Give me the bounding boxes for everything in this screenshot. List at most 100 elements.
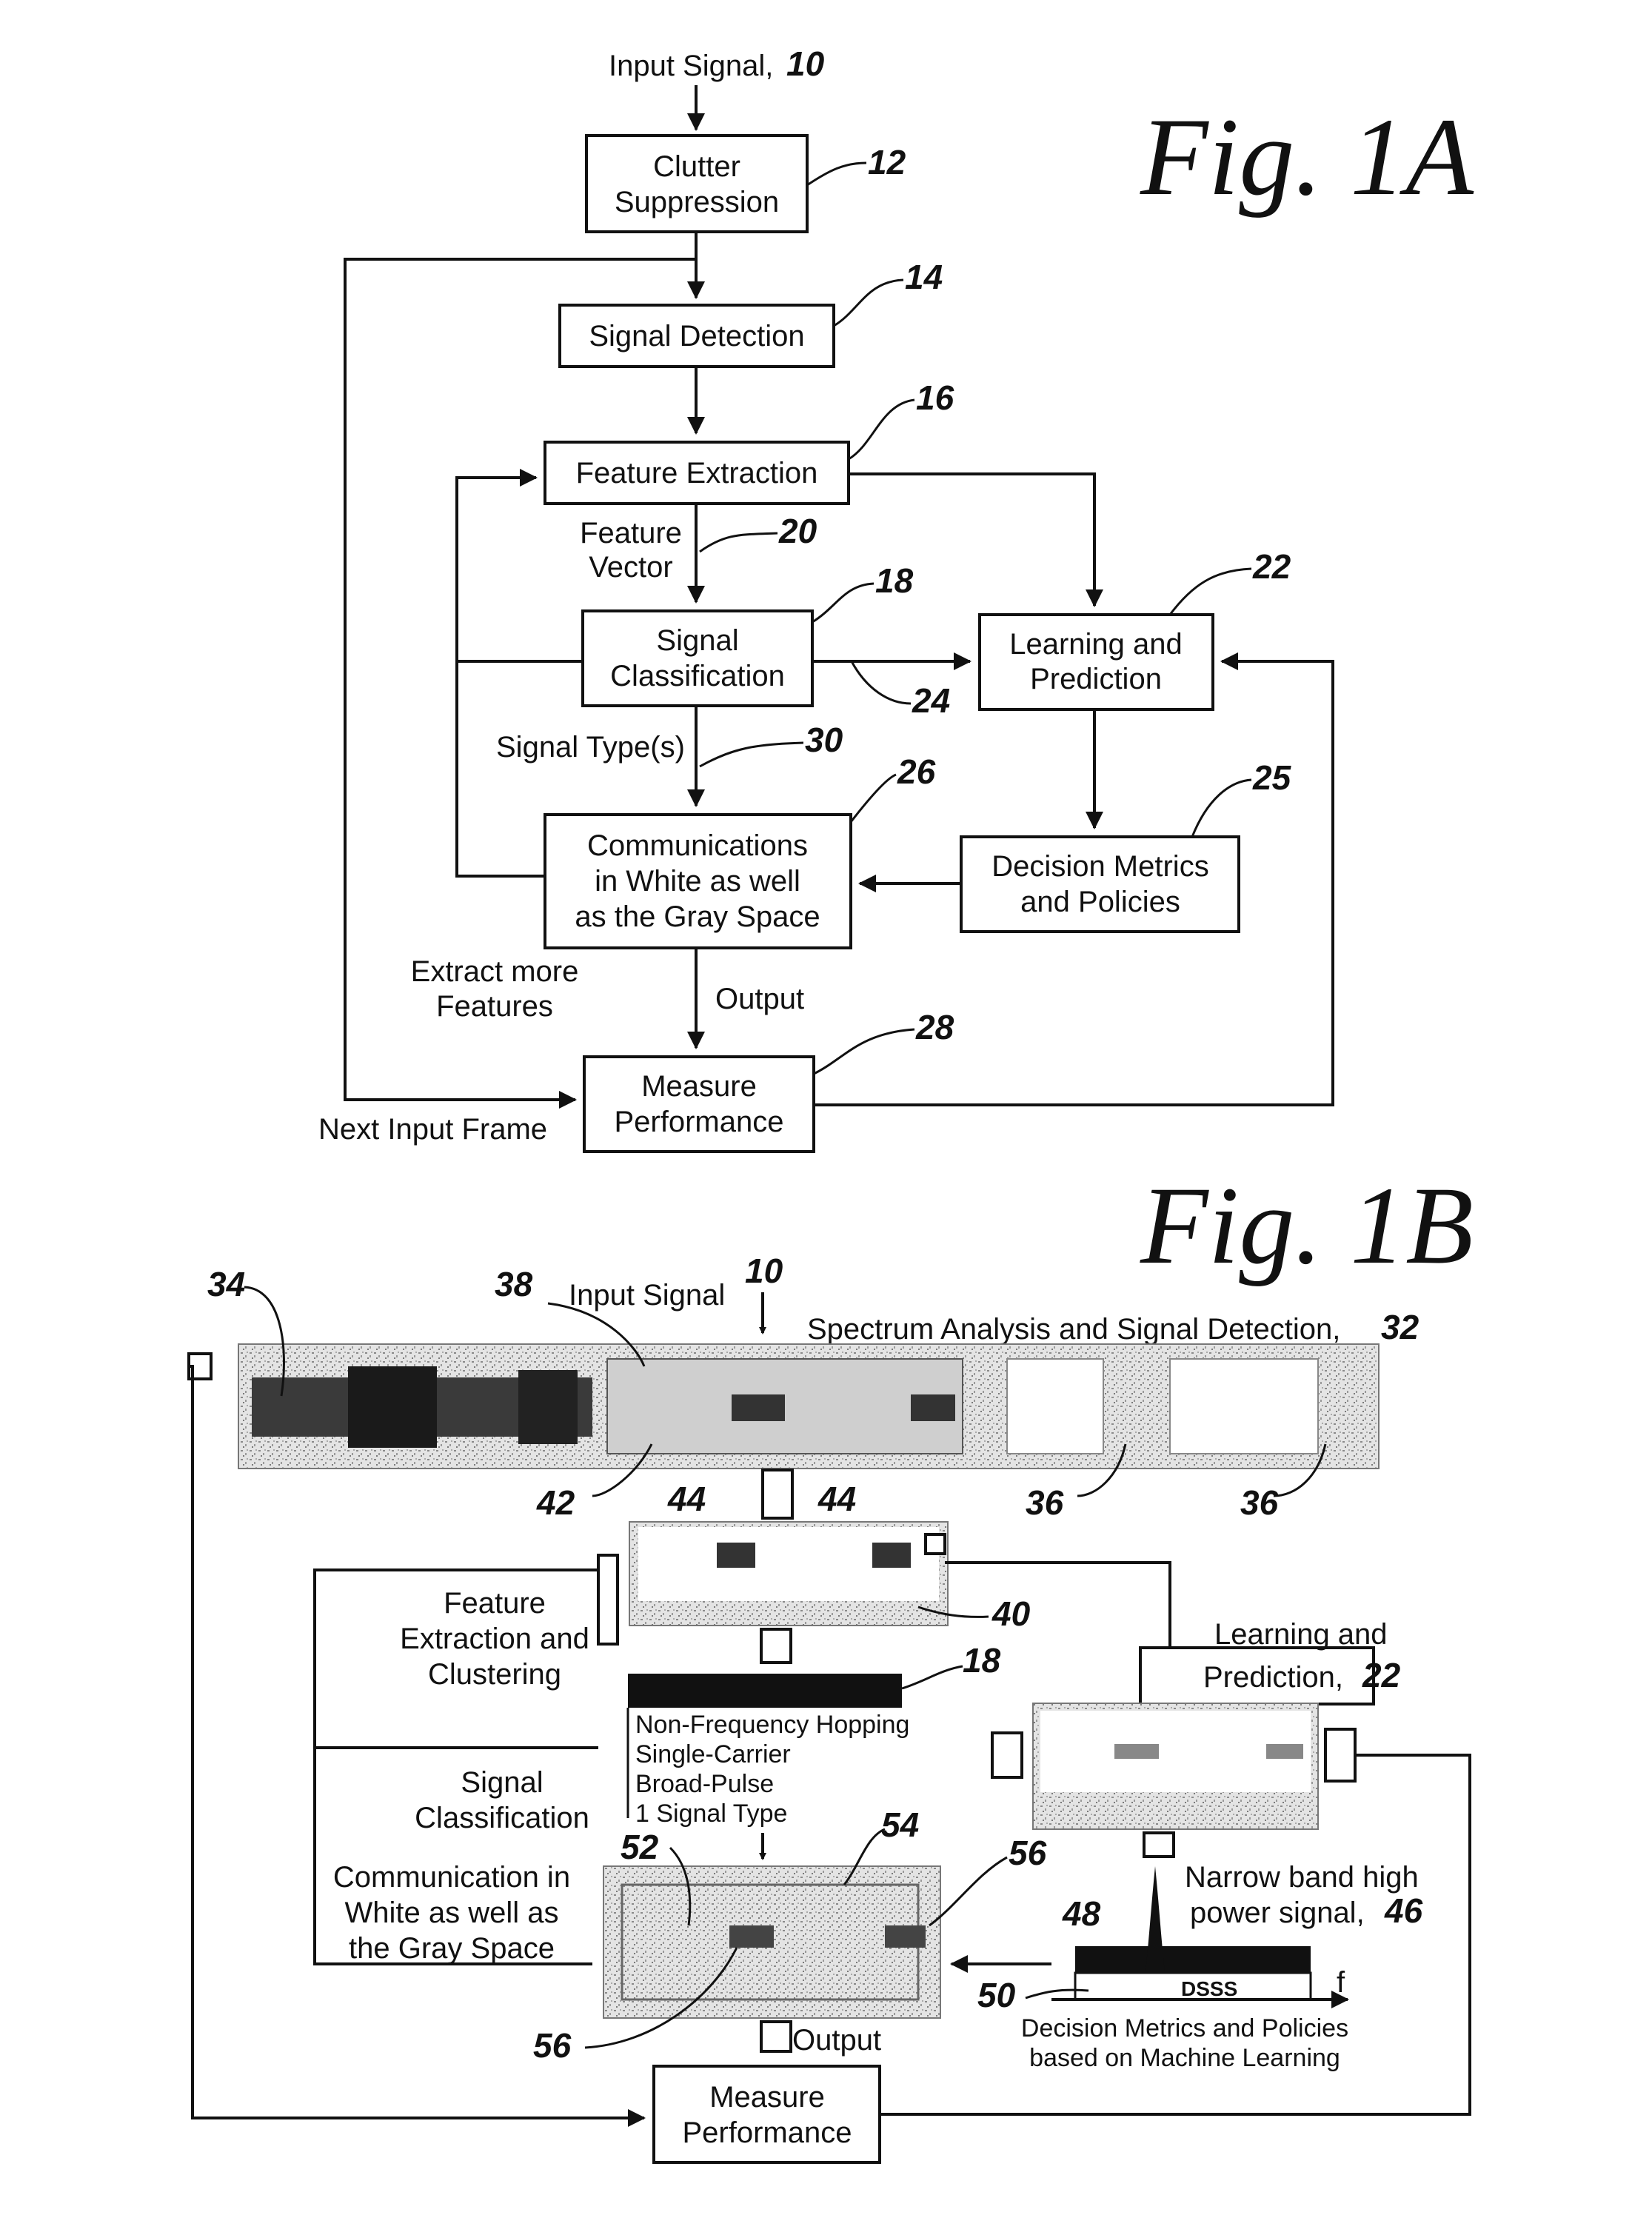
feature-extraction-port — [598, 1555, 618, 1644]
leader-12 — [807, 163, 866, 185]
feature-output-port — [926, 1534, 945, 1554]
class-4: 1 Signal Type — [635, 1800, 787, 1828]
ref-num-14: 14 — [905, 258, 943, 296]
learning-1b-line-1: Learning and — [1214, 1618, 1388, 1651]
white-space-1 — [1007, 1359, 1103, 1454]
frequency-axis-label: f — [1337, 1966, 1345, 1999]
extract-more-line-2: Features — [436, 990, 553, 1023]
ref-num-18: 18 — [875, 561, 914, 600]
fig-1a-title: Fig. 1A — [1140, 96, 1474, 218]
cluster-44a — [717, 1543, 755, 1568]
communications-line-3: as the Gray Space — [575, 901, 820, 933]
cluster-44b — [872, 1543, 911, 1568]
class-1: Non-Frequency Hopping — [635, 1711, 909, 1739]
ref-num-54: 54 — [881, 1805, 919, 1844]
input-signal-label: Input Signal, — [609, 50, 773, 82]
ref-num-24: 24 — [912, 681, 950, 720]
classification-line-1: Signal — [656, 624, 738, 657]
ref-num-32: 32 — [1381, 1308, 1419, 1346]
class-3: Broad-Pulse — [635, 1770, 774, 1798]
ref-num-48: 48 — [1062, 1894, 1101, 1933]
clutter-line-2: Suppression — [615, 186, 779, 218]
decision-1b-line-2: based on Machine Learning — [1029, 2044, 1340, 2072]
loop-next-input-1b — [189, 1366, 644, 2118]
feature-vector-line-2: Vector — [589, 551, 672, 584]
ref-num-44b: 44 — [817, 1480, 856, 1518]
next-input-frame-label: Next Input Frame — [318, 1113, 547, 1146]
ref-num-44a: 44 — [667, 1480, 706, 1518]
ref-num-22b: 22 — [1362, 1656, 1401, 1694]
comm-1b-line-3: the Gray Space — [349, 1932, 555, 1965]
measure-line-2: Performance — [615, 1106, 784, 1138]
output-1b: Output — [792, 2024, 881, 2057]
learning-result-mark-a — [1114, 1744, 1159, 1759]
ref-num-36b: 36 — [1240, 1483, 1279, 1522]
arrow-block-spectrum-features — [763, 1470, 792, 1518]
dsss-label: DSSS — [1181, 1977, 1237, 2000]
wideband-signal-48 — [1075, 1946, 1311, 1973]
comm-signal-56a — [729, 1925, 774, 1948]
arrow-block-comm-output — [761, 2022, 791, 2051]
comm-1b-line-2: White as well as — [345, 1897, 559, 1929]
ref-num-46: 46 — [1384, 1891, 1423, 1930]
leader-18b — [902, 1666, 963, 1688]
detected-signal-a — [732, 1394, 785, 1421]
decision-line-2: and Policies — [1020, 886, 1180, 918]
fig-1b-title: Fig. 1B — [1140, 1164, 1474, 1287]
arrow-block-classifier-learning — [992, 1733, 1022, 1777]
signal-spectrum-34-peak — [348, 1366, 437, 1448]
white-space-2 — [1170, 1359, 1318, 1454]
ref-num-22: 22 — [1252, 547, 1291, 586]
ref-num-34: 34 — [207, 1265, 245, 1303]
learning-line-2: Prediction — [1030, 663, 1162, 695]
ref-num-10b: 10 — [745, 1252, 783, 1290]
ref-num-12: 12 — [868, 143, 906, 181]
detection-label: Signal Detection — [589, 320, 804, 353]
output-label: Output — [715, 983, 804, 1015]
classifier-bar-18 — [628, 1674, 902, 1708]
ref-num-40: 40 — [991, 1594, 1031, 1633]
ref-num-26: 26 — [897, 752, 936, 791]
classification-line-2: Classification — [610, 660, 785, 692]
ref-num-36a: 36 — [1026, 1483, 1064, 1522]
ref-num-50: 50 — [977, 1976, 1016, 2014]
ref-num-18b: 18 — [963, 1641, 1001, 1680]
measure-1b-line-2: Performance — [683, 2117, 852, 2149]
learning-1b-line-2: Prediction, — [1203, 1661, 1343, 1694]
leader-16 — [849, 400, 914, 459]
signal-types-label: Signal Type(s) — [496, 731, 685, 764]
communications-line-1: Communications — [587, 829, 808, 862]
comm-1b-line-1: Communication in — [333, 1861, 570, 1894]
loop-extract-more-features — [457, 478, 545, 876]
spectrum-label: Spectrum Analysis and Signal Detection, — [807, 1313, 1340, 1346]
ref-num-42: 42 — [536, 1483, 575, 1522]
detected-signal-b — [911, 1394, 955, 1421]
narrow-band-line-2: power signal, — [1190, 1897, 1365, 1929]
leader-24 — [852, 661, 911, 704]
leader-26 — [851, 775, 896, 822]
ref-num-25: 25 — [1252, 758, 1292, 797]
signal-spectrum-34-peak-2 — [518, 1370, 578, 1444]
leader-14 — [834, 280, 903, 326]
arrow-block-measure-learning — [1325, 1729, 1355, 1781]
ref-num-52: 52 — [621, 1828, 659, 1866]
ref-num-56a: 56 — [1009, 1834, 1047, 1872]
ref-num-28: 28 — [915, 1008, 954, 1046]
leader-25 — [1192, 780, 1251, 837]
signal-classification-1b-line-1: Signal — [461, 1766, 543, 1799]
decision-line-1: Decision Metrics — [991, 850, 1208, 883]
leader-28 — [814, 1029, 914, 1074]
class-2: Single-Carrier — [635, 1740, 791, 1768]
leader-18 — [812, 584, 874, 622]
ref-num-20: 20 — [778, 512, 817, 550]
leader-22 — [1170, 569, 1251, 615]
ref-num-56b: 56 — [533, 2026, 572, 2065]
feature-vector-line-1: Feature — [580, 517, 682, 549]
arrow-block-learning-decision — [1144, 1833, 1174, 1857]
leader-30 — [700, 743, 803, 766]
measure-line-1: Measure — [641, 1070, 757, 1103]
communications-line-2: in White as well — [595, 865, 800, 898]
narrow-band-line-1: Narrow band high — [1185, 1861, 1419, 1894]
fe-label-2: Extraction and — [400, 1623, 589, 1655]
